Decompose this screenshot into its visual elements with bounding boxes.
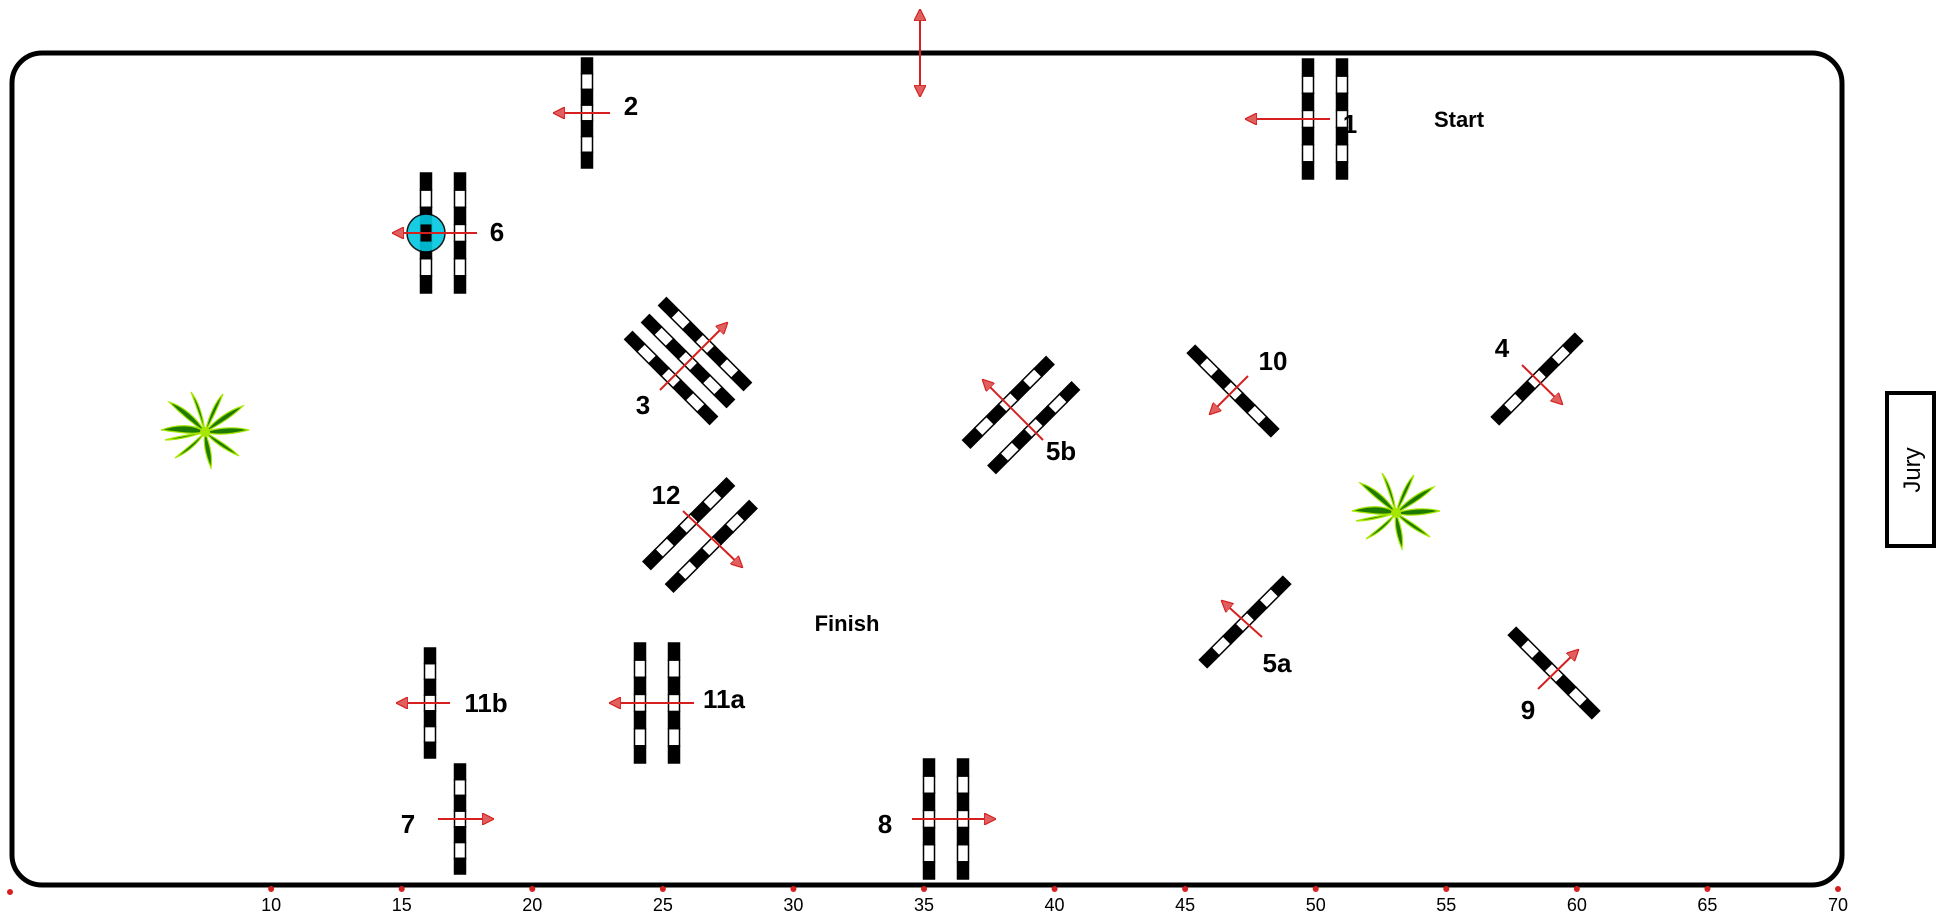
fence-rail: [642, 477, 736, 571]
fence-8-label: 8: [878, 809, 892, 839]
fence-5b: [961, 355, 1081, 475]
arena-boundary: [9, 50, 1845, 888]
fence-rail: [987, 381, 1081, 475]
fence-3-label: 3: [636, 390, 650, 420]
scale-tick-label: 45: [1175, 895, 1195, 913]
scale-tick: [1835, 886, 1841, 892]
plant-icon: [160, 391, 250, 469]
start-label: Start: [1434, 107, 1485, 132]
fence-rail: [961, 355, 1055, 449]
scale-origin-mark: [7, 889, 13, 895]
fence-9-label: 9: [1521, 695, 1535, 725]
fence-rail: [667, 642, 681, 764]
scale-tick-label: 60: [1567, 895, 1587, 913]
fence-rail: [423, 647, 437, 759]
scale-tick-label: 15: [392, 895, 412, 913]
fence-2: [554, 57, 610, 169]
direction-arrow-icon: [983, 380, 1044, 441]
fence-rail: [580, 57, 594, 169]
fence-5a: [1198, 575, 1292, 669]
fence-11a-label: 11a: [703, 684, 745, 714]
scale-tick-label: 30: [783, 895, 803, 913]
fence-2-label: 2: [624, 91, 638, 121]
fence-12-label: 12: [652, 480, 681, 510]
scale-tick: [398, 886, 405, 892]
fence-rail: [453, 763, 467, 875]
fence-9: [1507, 626, 1601, 720]
fence-1-label: 1: [1343, 109, 1357, 139]
scale-tick-label: 70: [1828, 895, 1848, 913]
scale-tick: [1051, 886, 1058, 892]
finish-label: Finish: [815, 611, 880, 636]
fence-3: [623, 296, 753, 426]
scale-tick: [1182, 886, 1189, 892]
scale-tick-label: 10: [261, 895, 281, 913]
scale-tick: [1704, 886, 1711, 892]
scale-tick-label: 50: [1306, 895, 1326, 913]
scale-tick-label: 40: [1045, 895, 1065, 913]
jury-label: Jury: [1899, 447, 1926, 492]
scale-tick: [659, 886, 666, 892]
fence-10-label: 10: [1259, 346, 1288, 376]
scale-tick: [529, 886, 536, 892]
scale-tick-label: 25: [653, 895, 673, 913]
fences-layer: [393, 57, 1601, 880]
fence-1: [1246, 58, 1349, 180]
fence-10: [1186, 344, 1280, 438]
scale-tick: [268, 886, 275, 892]
fence-5a-label: 5a: [1263, 648, 1292, 678]
fence-6-label: 6: [490, 217, 504, 247]
fence-12: [642, 477, 758, 593]
fence-labels: 1 2 3 4 5a 5b 6 7 8 9 10 11a 11b 12: [401, 91, 1535, 839]
direction-arrow-icon: [1222, 601, 1263, 638]
fence-6: [393, 172, 477, 294]
fence-7: [438, 763, 493, 875]
fence-rail: [664, 499, 758, 593]
fence-11b-label: 11b: [464, 688, 507, 718]
fence-rail: [1301, 58, 1315, 180]
direction-arrow-icon: [1537, 650, 1578, 690]
fence-4-label: 4: [1495, 333, 1510, 363]
plant-icon: [1351, 472, 1441, 550]
distance-scale: 10 15 20 25 30 35 40 45 50 55 60 65 70: [7, 886, 1848, 915]
scale-tick: [790, 886, 797, 892]
fence-rail: [623, 330, 719, 426]
scale-tick: [921, 886, 927, 892]
scale-tick: [1573, 886, 1580, 892]
direction-arrow-icon: [659, 323, 727, 391]
scale-tick-label: 35: [914, 895, 934, 913]
scale-tick-label: 55: [1436, 895, 1456, 913]
scale-tick-label: 65: [1697, 895, 1717, 913]
direction-arrow-icon: [1521, 364, 1562, 404]
fence-4: [1490, 332, 1584, 426]
direction-arrow-icon: [1210, 375, 1249, 414]
fence-rail: [922, 758, 936, 880]
jury-box: [1885, 391, 1936, 548]
fence-rail: [1490, 332, 1584, 426]
fence-5b-label: 5b: [1046, 436, 1076, 466]
fence-7-label: 7: [401, 809, 415, 839]
fence-8: [912, 758, 995, 880]
scale-tick: [1443, 886, 1450, 892]
fence-rail: [1335, 58, 1349, 180]
fence-11b: [397, 647, 450, 759]
fence-11a: [610, 642, 694, 764]
scale-tick-label: 20: [522, 895, 542, 913]
direction-arrow-icon: [682, 510, 742, 567]
scale-tick: [1312, 886, 1319, 892]
fence-rail: [640, 313, 736, 409]
